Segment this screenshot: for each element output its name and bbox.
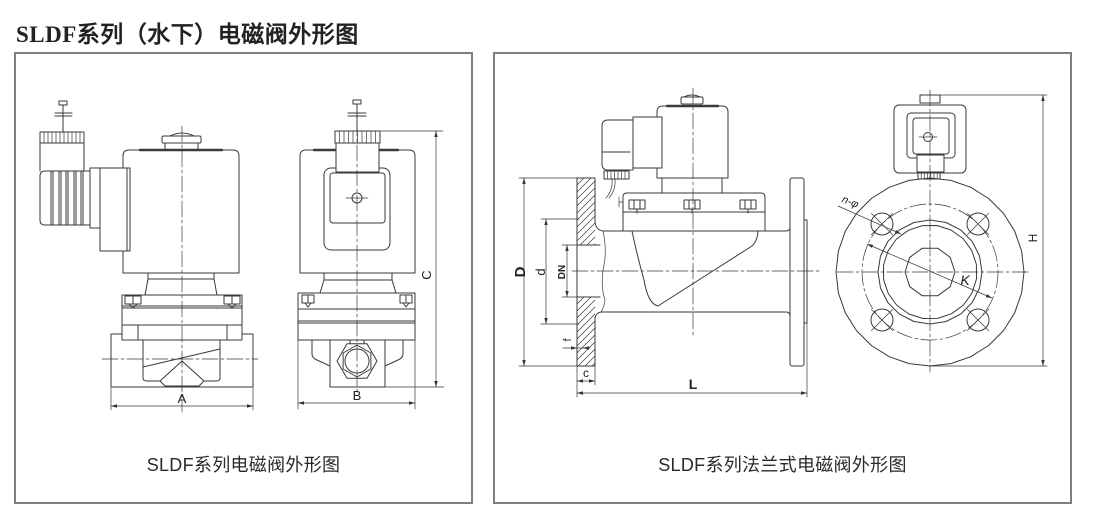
right-panel-caption: SLDF系列法兰式电磁阀外形图 [658, 455, 907, 475]
right-panel-flange-valve: SLDF系列法兰式电磁阀外形图 [493, 52, 1072, 504]
left-panel-caption: SLDF系列电磁阀外形图 [146, 455, 341, 475]
left-panel-standard-valve: SLDF系列电磁阀外形图 [14, 52, 473, 504]
page-title: SLDF系列（水下）电磁阀外形图 [16, 22, 359, 47]
